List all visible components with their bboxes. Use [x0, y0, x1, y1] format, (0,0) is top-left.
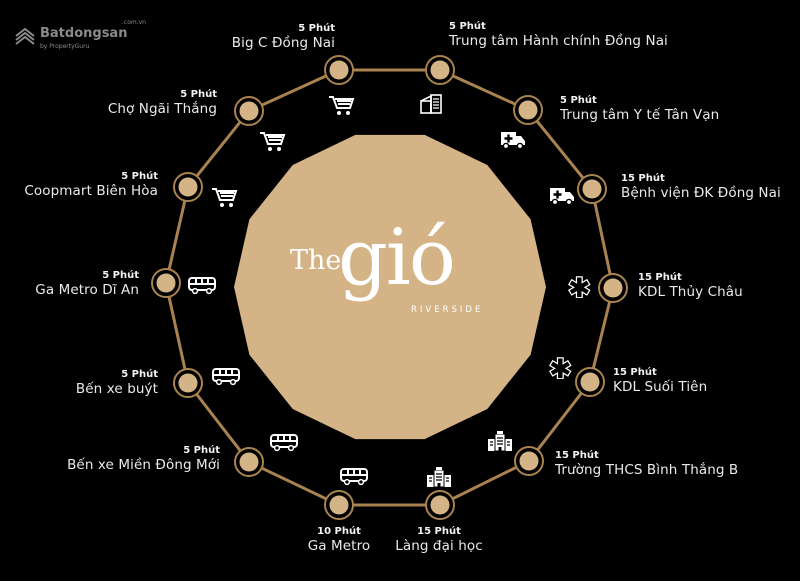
logo-the: The	[290, 245, 342, 276]
location-node	[575, 367, 605, 397]
location-name: Bến xe buýt	[75, 381, 158, 397]
shopping-cart-icon	[327, 94, 355, 116]
travel-time: 15 Phút	[613, 367, 657, 378]
location-name: Big C Đồng Nai	[231, 35, 335, 51]
location-name: Chợ Ngãi Thắng	[107, 101, 217, 117]
bus-icon	[340, 465, 368, 487]
travel-time: 5 Phút	[449, 21, 486, 32]
travel-time: 5 Phút	[121, 369, 158, 380]
logo-name: gió	[338, 213, 456, 303]
location-node	[425, 55, 455, 85]
location-name: Trung tâm Y tế Tân Vạn	[560, 107, 720, 123]
ambulance-icon	[499, 128, 527, 150]
location-name: KDL Suối Tiên	[613, 379, 708, 395]
travel-time: 15 Phút	[417, 526, 461, 537]
travel-time: 5 Phút	[183, 445, 220, 456]
travel-time: 5 Phút	[180, 89, 217, 100]
school-icon	[425, 466, 453, 488]
location-name: Trung tâm Hành chính Đồng Nai	[449, 33, 668, 49]
shopping-cart-icon	[258, 130, 286, 152]
watermark-logo-icon	[15, 27, 35, 45]
project-logo: The gió RIVERSIDE	[288, 213, 508, 335]
park-icon	[547, 357, 575, 380]
location-node	[234, 96, 264, 126]
location-name: Bến xe Miền Đông Mới	[67, 457, 220, 473]
location-node	[173, 368, 203, 398]
location-node	[324, 55, 354, 85]
location-name: Ga Metro Dĩ An	[35, 282, 139, 298]
location-node	[513, 95, 543, 125]
center-polygon	[234, 134, 546, 440]
location-name: Coopmart Biên Hòa	[24, 183, 158, 199]
travel-time: 15 Phút	[638, 272, 682, 283]
bus-icon	[270, 431, 298, 453]
location-node	[577, 174, 607, 204]
watermark-name: Batdongsan	[40, 26, 128, 41]
watermark: Batdongsan .com.vn by PropertyGuru	[14, 19, 146, 50]
watermark-domain: .com.vn	[122, 19, 146, 26]
location-name: Ga Metro	[307, 538, 371, 554]
location-node	[173, 172, 203, 202]
travel-time: 10 Phút	[317, 526, 361, 537]
travel-time: 5 Phút	[102, 270, 139, 281]
bus-icon	[188, 274, 216, 296]
location-node	[425, 490, 455, 520]
location-name: Trường THCS Bình Thắng B	[555, 462, 739, 478]
travel-time: 15 Phút	[555, 450, 599, 461]
travel-time: 5 Phút	[560, 95, 597, 106]
logo-subtitle: RIVERSIDE	[411, 305, 484, 315]
shopping-cart-icon	[210, 186, 238, 208]
location-name: Làng đại học	[395, 538, 483, 554]
travel-time: 15 Phút	[621, 173, 665, 184]
location-name: KDL Thủy Châu	[638, 284, 743, 300]
ambulance-icon	[548, 184, 576, 206]
government-building-icon	[418, 92, 446, 114]
location-node	[151, 268, 181, 298]
location-node	[234, 447, 264, 477]
travel-time: 5 Phút	[298, 23, 335, 34]
location-node	[324, 490, 354, 520]
school-icon	[486, 430, 514, 452]
travel-time: 5 Phút	[121, 171, 158, 182]
location-node	[598, 273, 628, 303]
location-name: Bệnh viện ĐK Đồng Nai	[621, 185, 781, 201]
watermark-byline: by PropertyGuru	[40, 43, 90, 50]
location-node	[514, 446, 544, 476]
bus-icon	[212, 365, 240, 387]
park-icon	[566, 276, 594, 299]
